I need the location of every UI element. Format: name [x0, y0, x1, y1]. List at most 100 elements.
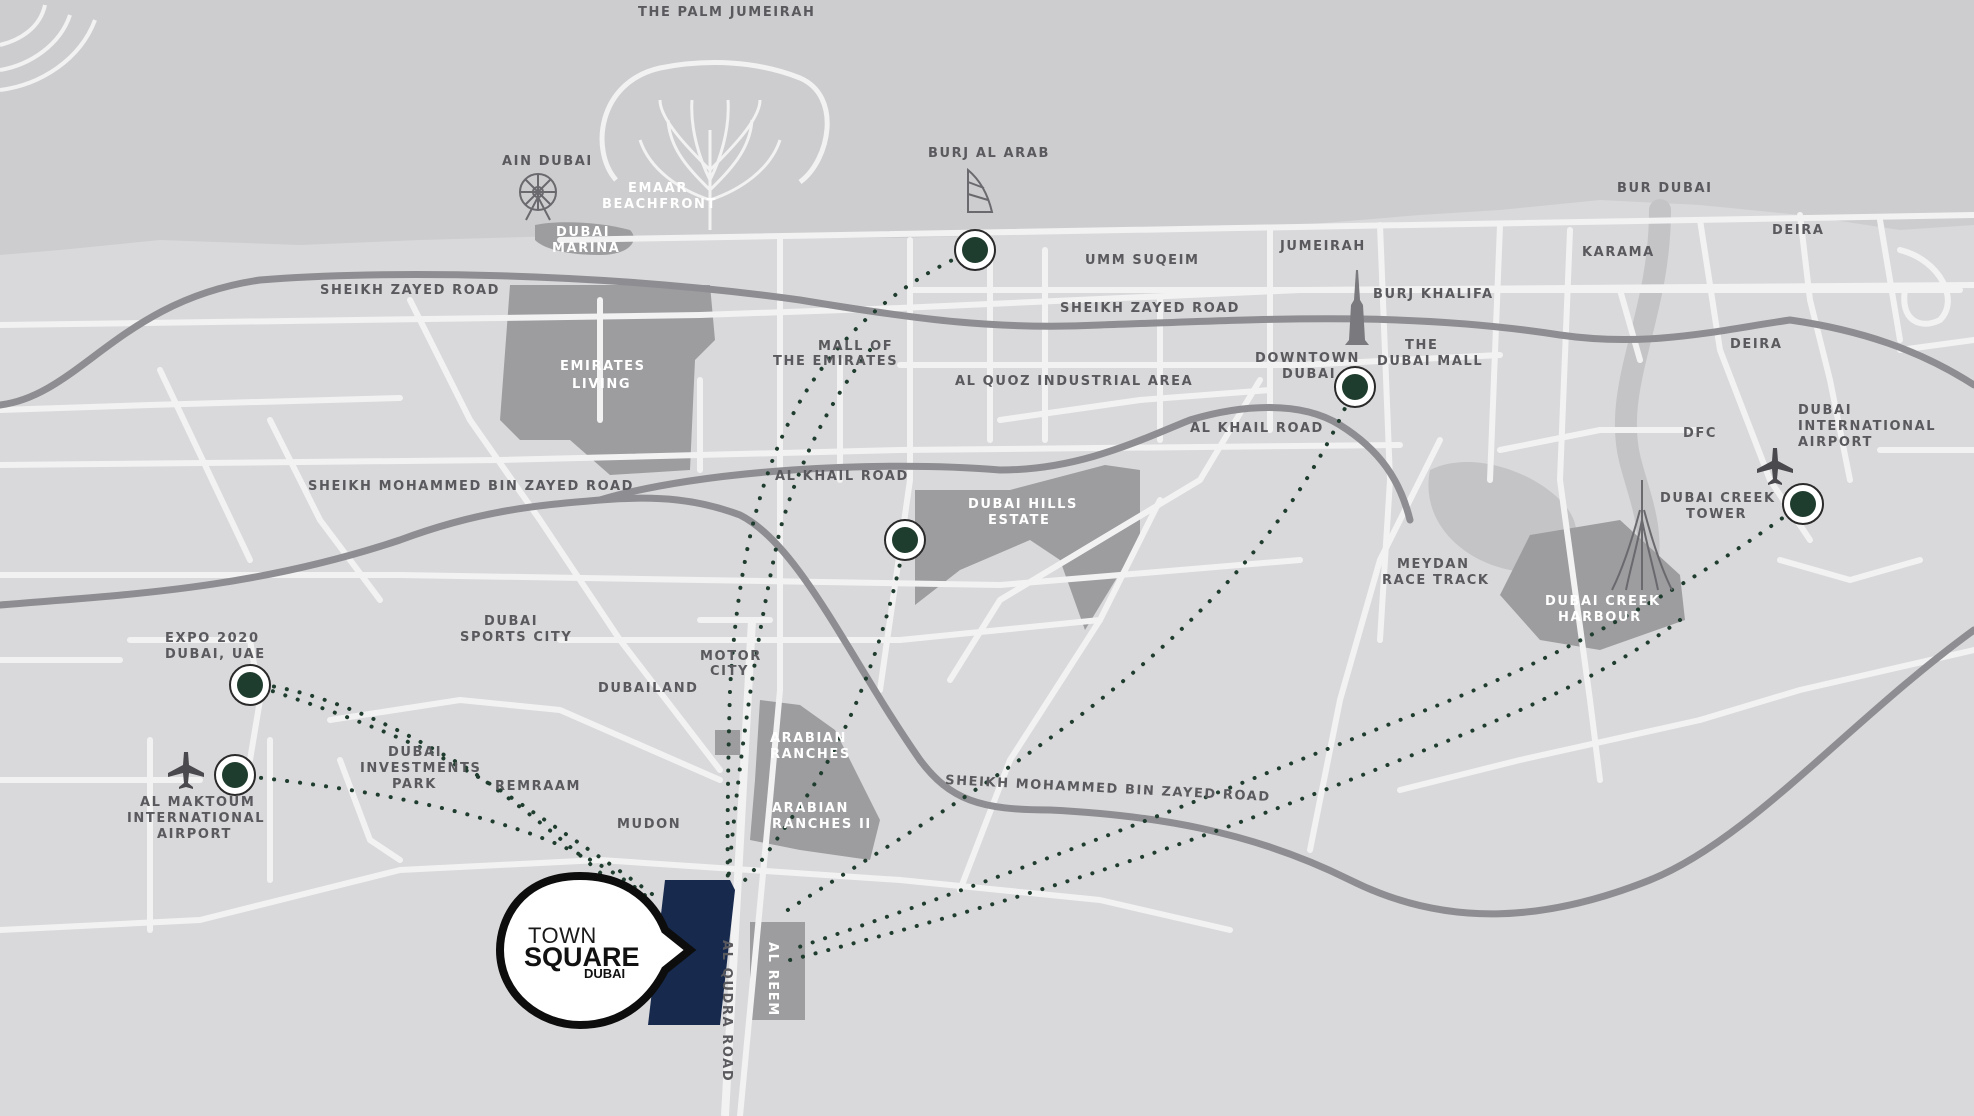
- label-ranches-2: RANCHES: [770, 747, 851, 762]
- label-dubai-mall-2: DUBAI MALL: [1377, 354, 1483, 369]
- label-burj-al-arab: BURJ AL ARAB: [928, 146, 1050, 161]
- label-downtown-2: DUBAI: [1282, 367, 1336, 382]
- label-emaar-2: BEACHFRONT: [602, 197, 717, 212]
- road-smbz: [0, 494, 1974, 918]
- route-maktoum: [233, 773, 652, 902]
- marker-dxb: [1782, 483, 1824, 525]
- district-creek-harbour: [1500, 520, 1685, 650]
- label-dfc: DFC: [1683, 426, 1717, 441]
- route-creek: [788, 618, 1682, 962]
- label-ain-dubai: AIN DUBAI: [502, 154, 593, 169]
- burj-al-arab-icon: [967, 167, 994, 213]
- marker-burj-al-arab: [954, 229, 996, 271]
- town-square-logo: TOWN SQUARE DUBAI: [495, 871, 697, 1030]
- burj-khalifa-icon: [1345, 270, 1369, 345]
- label-al-khail-1: AL KHAIL ROAD: [1190, 421, 1324, 436]
- label-dip-2: INVESTMENTS: [360, 761, 481, 776]
- district-arabian-ranches-sub: [715, 730, 740, 755]
- label-maktoum-2: INTERNATIONAL: [127, 811, 265, 826]
- label-bur-dubai: BUR DUBAI: [1617, 181, 1713, 196]
- sea: [0, 0, 1974, 255]
- logo-line-square: SQUARE: [524, 942, 640, 972]
- label-dubailand: DUBAILAND: [598, 681, 699, 696]
- districts: [500, 222, 1685, 1020]
- label-creek-tower-1: DUBAI CREEK: [1660, 491, 1776, 506]
- routes: [233, 248, 1805, 962]
- label-karama: KARAMA: [1582, 245, 1655, 260]
- dubai-creek-tower-icon: [1611, 480, 1673, 591]
- marker-downtown: [1334, 366, 1376, 408]
- label-downtown-1: DOWNTOWN: [1255, 351, 1360, 366]
- label-creek-harbour-1: DUBAI CREEK: [1545, 594, 1661, 609]
- palm-jumeirah: [599, 60, 830, 230]
- label-remraam: REMRAAM: [495, 779, 581, 794]
- label-dip-1: DUBAI: [388, 745, 442, 760]
- route-downtown: [778, 383, 1357, 917]
- label-dip-3: PARK: [392, 777, 437, 792]
- label-marina-1: DUBAI: [556, 225, 610, 240]
- major-roads: [0, 271, 1974, 918]
- label-szr-east: SHEIKH ZAYED ROAD: [1060, 301, 1240, 316]
- label-al-qudra: AL QUDRA ROAD: [719, 940, 734, 1082]
- label-sports-city-1: DUBAI: [484, 614, 538, 629]
- label-expo-1: EXPO 2020: [165, 631, 260, 646]
- palm-jebel-ali: [0, 4, 97, 92]
- logo-line-dubai: DUBAI: [584, 966, 625, 981]
- label-dxb-1: DUBAI: [1798, 403, 1852, 418]
- route-burj-al-arab: [725, 248, 977, 892]
- label-deira-top: DEIRA: [1772, 223, 1825, 238]
- label-deira-2: DEIRA: [1730, 337, 1783, 352]
- label-expo-2: DUBAI, UAE: [165, 647, 266, 662]
- label-emirates-living-2: LIVING: [572, 377, 631, 392]
- label-motor-city-1: MOTOR: [700, 649, 762, 664]
- label-smbz: SHEIKH MOHAMMED BIN ZAYED ROAD: [308, 479, 634, 494]
- route-dubai-hills: [743, 538, 907, 882]
- label-ranches2-1: ARABIAN: [772, 801, 849, 816]
- label-palm: THE PALM JUMEIRAH: [638, 5, 816, 20]
- district-dubai-hills: [915, 465, 1140, 630]
- label-meydan-2: RACE TRACK: [1382, 573, 1490, 588]
- label-emaar-1: EMAAR: [628, 181, 688, 196]
- road-sheikh-zayed: [0, 271, 1974, 409]
- district-al-reem: [750, 922, 805, 1020]
- airplane-icon: [168, 752, 204, 789]
- label-dubai-hills-1: DUBAI HILLS: [968, 497, 1078, 512]
- label-ranches-1: ARABIAN: [770, 731, 847, 746]
- label-jumeirah: JUMEIRAH: [1279, 239, 1366, 254]
- label-umm-suqeim: UMM SUQEIM: [1085, 253, 1200, 268]
- label-szr-west: SHEIKH ZAYED ROAD: [320, 283, 500, 298]
- label-dxb-3: AIRPORT: [1798, 435, 1873, 450]
- route-expo-2: [246, 681, 642, 912]
- marker-expo: [229, 664, 271, 706]
- label-creek-tower-2: TOWER: [1686, 507, 1747, 522]
- label-dubai-mall-1: THE: [1405, 338, 1438, 353]
- label-emirates-living-1: EMIRATES: [560, 359, 646, 374]
- label-meydan-1: MEYDAN: [1397, 557, 1470, 572]
- road-al-qudra: [721, 619, 756, 1116]
- label-al-reem: AL REEM: [765, 942, 780, 1017]
- label-dubai-hills-2: ESTATE: [988, 513, 1051, 528]
- district-arabian-ranches: [750, 700, 880, 860]
- label-moe-2: THE EMIRATES: [773, 354, 898, 369]
- marker-maktoum: [214, 754, 256, 796]
- label-maktoum-3: AIRPORT: [157, 827, 232, 842]
- label-maktoum-1: AL MAKTOUM: [140, 795, 255, 810]
- minor-roads: [0, 212, 1974, 1116]
- map-labels: THE PALM JUMEIRAH AIN DUBAI EMAAR BEACHF…: [127, 5, 1936, 1082]
- label-sports-city-2: SPORTS CITY: [460, 630, 572, 645]
- label-moe-1: MALL OF: [818, 339, 893, 354]
- label-motor-city-2: CITY: [710, 664, 749, 679]
- airplane-icon: [1757, 448, 1793, 485]
- route-dxb: [788, 501, 1805, 952]
- label-mudon: MUDON: [617, 817, 681, 832]
- marker-dubai-hills: [884, 519, 926, 561]
- ain-dubai-icon: [519, 173, 557, 221]
- label-al-quoz: AL QUOZ INDUSTRIAL AREA: [955, 374, 1193, 389]
- label-al-khail-2: AL KHAIL ROAD: [775, 469, 909, 484]
- label-dxb-2: INTERNATIONAL: [1798, 419, 1936, 434]
- district-emirates-living: [500, 285, 715, 475]
- label-marina-2: MARINA: [552, 241, 620, 256]
- road-al-khail: [596, 404, 1414, 524]
- location-markers: [214, 229, 1824, 796]
